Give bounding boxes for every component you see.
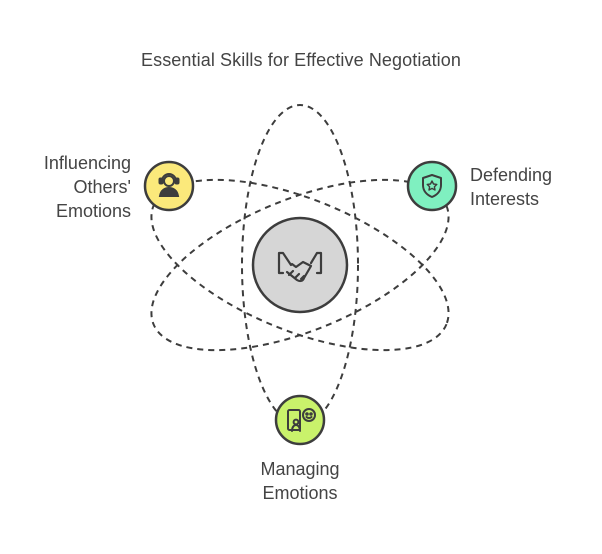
node-influencing bbox=[143, 160, 195, 212]
label-influencing: Influencing Others' Emotions bbox=[43, 153, 131, 221]
node-defending bbox=[406, 160, 458, 212]
label-managing: Managing Emotions bbox=[260, 459, 340, 503]
diagram-title: Essential Skills for Effective Negotiati… bbox=[140, 50, 462, 70]
label-defending: Defending Interests bbox=[470, 165, 553, 209]
person-headset-icon bbox=[158, 173, 180, 197]
shield-star-icon bbox=[422, 174, 442, 198]
center-hub bbox=[251, 216, 349, 314]
node-managing bbox=[274, 394, 326, 446]
emotion-face-icon bbox=[287, 408, 316, 432]
handshake-icon bbox=[277, 251, 323, 283]
